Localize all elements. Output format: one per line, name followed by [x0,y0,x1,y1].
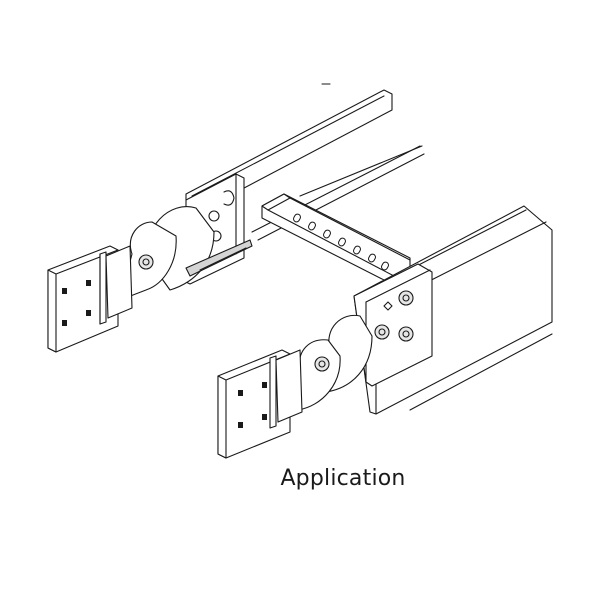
bolt-hole [238,390,243,396]
ladder-rung [251,145,425,283]
splice-bolt-icon [398,326,414,342]
hinge-bolt-icon [138,254,154,270]
splice-bolt-icon [398,290,414,306]
splice-bolt-icon [374,324,390,340]
diagram-caption: Application [280,466,406,491]
bolt-hole [262,382,267,388]
bolt-hole [86,310,91,316]
bolt-hole [86,280,91,286]
bolt-hole [62,288,67,294]
rung-slots [293,213,389,271]
left-swivel-plate [119,206,215,301]
left-end-connector [47,245,133,353]
bolt-hole [262,414,267,420]
bolt-hole [62,320,67,326]
bolt-hole [238,422,243,428]
hinge-bolt-icon [314,356,330,372]
rail-hole [208,210,220,222]
right-splice-plate [353,263,433,387]
left-bottom-flange [185,239,253,277]
right-end-connector [217,349,303,459]
